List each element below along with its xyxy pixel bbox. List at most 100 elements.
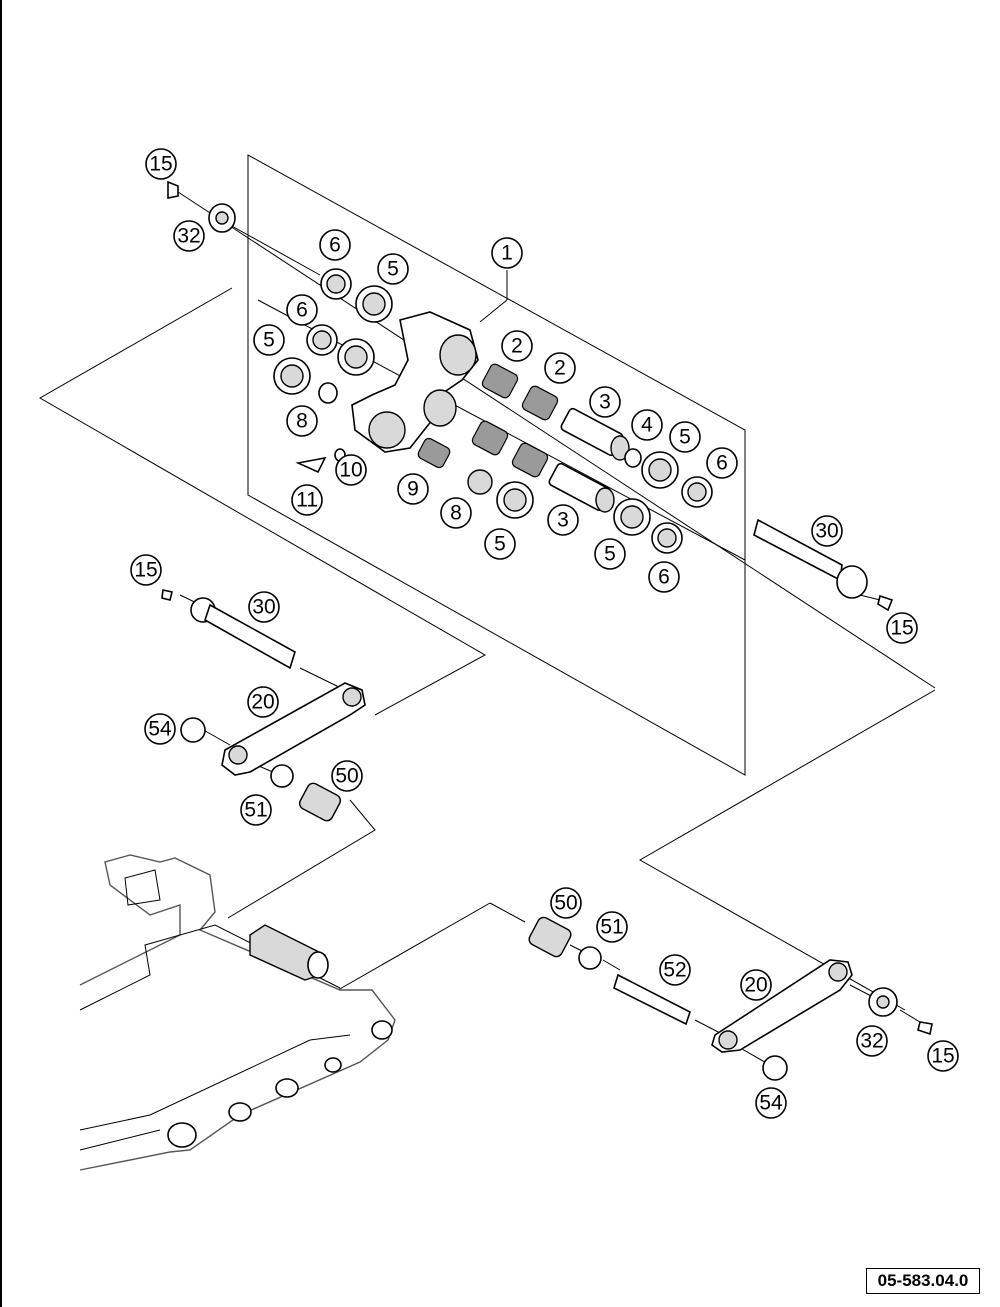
svg-text:11: 11: [296, 489, 318, 512]
axis-line-h: [602, 959, 621, 971]
leader-lines: [479, 270, 508, 323]
svg-text:5: 5: [494, 533, 506, 556]
callout-6: 6: [706, 447, 738, 479]
outline-bottom-2: [489, 902, 526, 923]
svg-text:9: 9: [407, 478, 419, 501]
axis-line-top: [174, 189, 936, 689]
callout-1: 1: [491, 237, 523, 269]
callout-5: 5: [594, 538, 626, 570]
figure-code: 05-583.04.0: [866, 1268, 980, 1294]
page-left-border: [0, 0, 2, 1307]
upper-left-fasteners: [167, 180, 236, 233]
outline-bottom: [337, 902, 491, 991]
callout-15: 15: [927, 1040, 959, 1072]
callout-5: 5: [253, 324, 285, 356]
svg-text:32: 32: [860, 1030, 883, 1053]
svg-text:50: 50: [554, 892, 577, 915]
svg-text:6: 6: [716, 452, 728, 475]
axis-line-m: [859, 594, 881, 601]
svg-text:15: 15: [134, 559, 157, 582]
svg-text:2: 2: [511, 335, 523, 358]
callout-30: 30: [248, 591, 280, 623]
svg-text:6: 6: [658, 566, 670, 589]
callout-15: 15: [130, 554, 162, 586]
svg-text:8: 8: [296, 410, 308, 433]
callout-layer: 1 2 2 3 3 4 5 5 5 5 5 6 6 6 6 8 8 9 10 1…: [130, 148, 959, 1119]
svg-text:5: 5: [679, 426, 691, 449]
callout-51: 51: [240, 794, 272, 826]
axis-line-a: [229, 224, 321, 276]
svg-text:50: 50: [335, 765, 358, 788]
small-parts: [295, 382, 493, 495]
callout-4: 4: [631, 409, 663, 441]
callout-5: 5: [484, 528, 516, 560]
callout-15: 15: [145, 148, 177, 180]
svg-text:3: 3: [599, 391, 611, 414]
bushing-set: [273, 268, 713, 554]
svg-text:52: 52: [663, 959, 686, 982]
callout-3: 3: [547, 504, 579, 536]
callout-15: 15: [886, 612, 918, 644]
callout-2: 2: [544, 352, 576, 384]
callout-8: 8: [440, 497, 472, 529]
callout-30: 30: [811, 515, 843, 547]
svg-text:3: 3: [557, 509, 569, 532]
callout-3: 3: [589, 386, 621, 418]
svg-text:15: 15: [149, 153, 172, 176]
link-arm-left: [180, 682, 366, 822]
svg-text:8: 8: [450, 502, 462, 525]
svg-text:15: 15: [931, 1045, 954, 1068]
callout-32: 32: [173, 220, 205, 252]
callout-54: 54: [755, 1087, 787, 1119]
svg-text:54: 54: [148, 718, 172, 741]
svg-text:15: 15: [890, 617, 913, 640]
svg-text:32: 32: [177, 225, 200, 248]
callout-2: 2: [501, 330, 533, 362]
svg-text:20: 20: [744, 974, 767, 997]
svg-text:20: 20: [251, 691, 274, 714]
svg-text:54: 54: [759, 1092, 783, 1115]
bolt-right: [753, 518, 894, 612]
svg-text:6: 6: [329, 234, 341, 257]
lever-body: [351, 311, 479, 453]
svg-text:51: 51: [600, 916, 623, 939]
swingarm-frame: [79, 854, 396, 1171]
callout-11: 11: [291, 484, 323, 516]
callout-20: 20: [740, 969, 772, 1001]
callout-52: 52: [659, 954, 691, 986]
svg-text:5: 5: [387, 258, 399, 281]
callout-6: 6: [319, 229, 351, 261]
svg-text:6: 6: [296, 299, 308, 322]
bolt-left: [161, 589, 296, 670]
svg-text:30: 30: [252, 596, 275, 619]
svg-text:51: 51: [244, 799, 267, 822]
outline-left-lower: [227, 799, 376, 919]
callout-9: 9: [397, 473, 429, 505]
callout-6: 6: [648, 561, 680, 593]
svg-text:10: 10: [339, 459, 362, 482]
outline-right: [638, 689, 936, 1011]
link-arm-right: [528, 916, 933, 1081]
callout-51: 51: [596, 911, 628, 943]
svg-text:4: 4: [641, 414, 653, 437]
callout-6: 6: [286, 294, 318, 326]
callout-10: 10: [335, 454, 367, 486]
needle-bearings: [471, 363, 559, 478]
callout-32: 32: [856, 1025, 888, 1057]
svg-text:1: 1: [501, 242, 513, 265]
svg-text:5: 5: [263, 329, 275, 352]
callout-50: 50: [331, 760, 363, 792]
outline-left-upper: [38, 287, 487, 716]
callout-5: 5: [669, 421, 701, 453]
axis-line-i: [694, 1019, 721, 1034]
callout-8: 8: [286, 405, 318, 437]
sleeves: [548, 407, 642, 513]
assembly-group-frame: [247, 154, 746, 776]
callout-5: 5: [377, 253, 409, 285]
callout-50: 50: [550, 887, 582, 919]
callout-54: 54: [144, 713, 176, 745]
svg-text:5: 5: [604, 543, 616, 566]
svg-text:2: 2: [554, 357, 566, 380]
svg-text:30: 30: [815, 520, 838, 543]
